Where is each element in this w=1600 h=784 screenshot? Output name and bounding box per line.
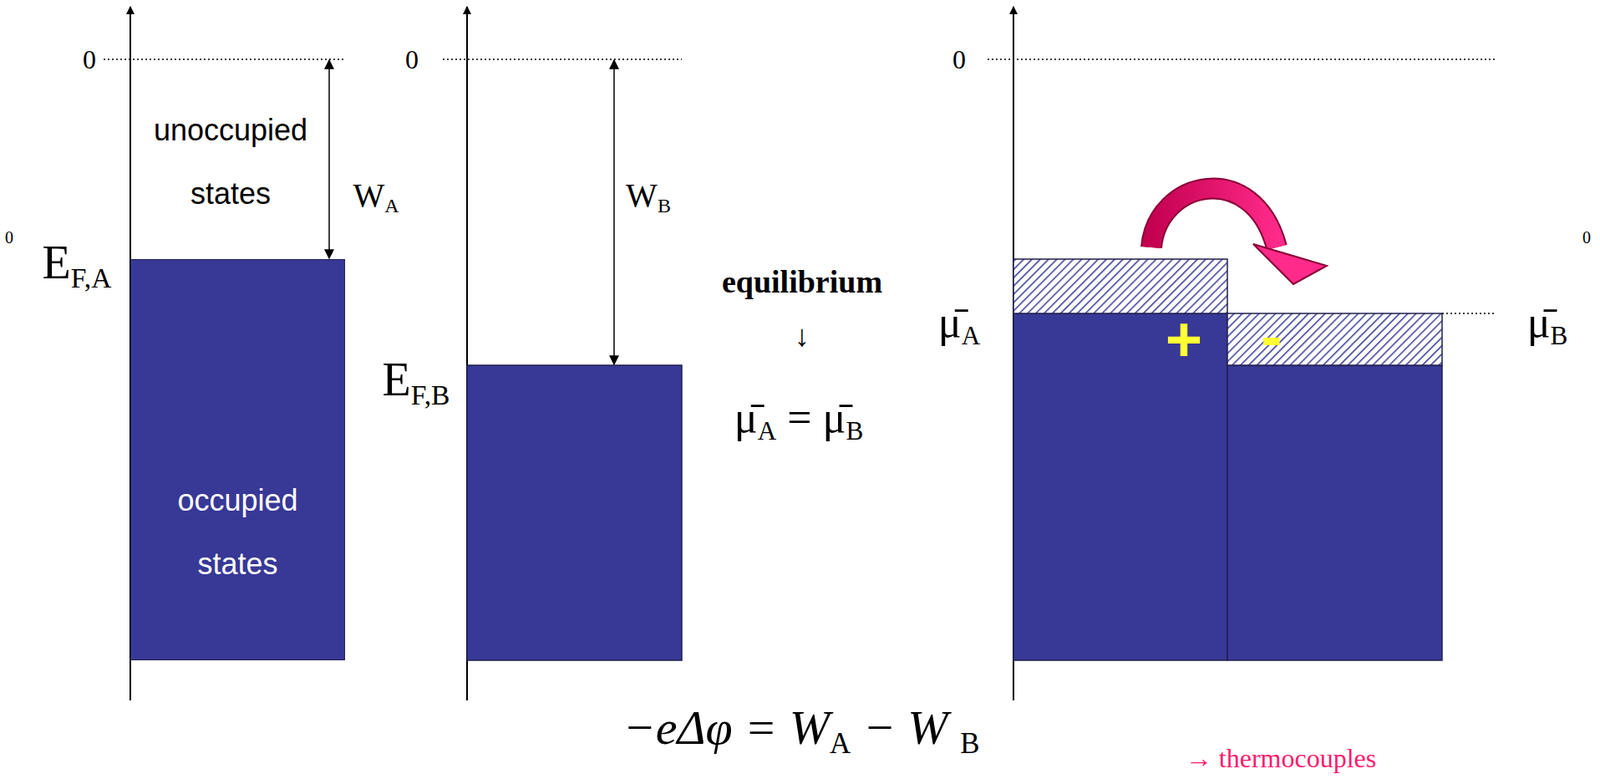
- label-text: 0: [82, 44, 97, 75]
- received-electrons: [1227, 313, 1443, 366]
- work-function-arrow: [613, 60, 615, 365]
- label-text: − W: [863, 700, 949, 755]
- label-text: 0: [1582, 228, 1591, 247]
- work-function-label: WA: [352, 177, 399, 218]
- contact-potential-equation: −eΔφ = WA − W B: [623, 700, 981, 760]
- subscript: B: [960, 726, 980, 760]
- label-text: → thermocouples: [1185, 742, 1377, 773]
- subscript: A: [757, 416, 778, 446]
- occupied-band: [1227, 365, 1443, 661]
- fermi-level-label: EF,B: [382, 354, 451, 411]
- zero-level: 0: [952, 45, 966, 75]
- subscript: A: [829, 726, 851, 760]
- label-text: ↓: [794, 319, 810, 353]
- vacuum-level: [987, 58, 1495, 61]
- application-note: → thermocouples: [1185, 743, 1377, 773]
- label-text: 0: [405, 44, 419, 75]
- subscript: B: [657, 194, 671, 217]
- subscript: F,B: [411, 379, 451, 411]
- fermi-level-label: EF,A: [42, 237, 112, 294]
- equilibrium-note: equilibrium: [721, 264, 883, 300]
- occupied-states-box: occupied states: [130, 259, 346, 661]
- region-label: unoccupied states: [134, 98, 327, 226]
- label-text: μ̄: [938, 298, 962, 346]
- label-text: W: [352, 176, 385, 214]
- stray-zero: 0: [1582, 228, 1591, 247]
- subscript: F,A: [71, 262, 112, 294]
- occupied-band: [467, 365, 682, 661]
- label-text: 0: [5, 228, 14, 247]
- work-function-label: WB: [625, 177, 671, 218]
- transfer-arrow: [1151, 188, 1277, 248]
- subscript: B: [845, 416, 864, 446]
- subscript: A: [961, 320, 981, 351]
- label-text: 0: [952, 44, 966, 75]
- subscript: B: [1550, 320, 1569, 351]
- label-text: =: [787, 393, 812, 442]
- zero-level: 0: [405, 45, 419, 75]
- vacuum-level: [442, 58, 682, 61]
- positive-charge: +: [1165, 304, 1203, 375]
- chemical-potential-label: μ̄B: [1527, 298, 1569, 351]
- label-text: μ̄: [1527, 298, 1551, 346]
- label-text: E: [382, 353, 412, 406]
- negative-charge: -: [1260, 300, 1282, 371]
- label-text: μ̄: [734, 393, 758, 442]
- label-text: unoccupied states: [153, 112, 308, 211]
- chemical-potential-level: [1442, 312, 1495, 315]
- label-text: equilibrium: [721, 264, 883, 300]
- stray-zero: 0: [5, 228, 14, 247]
- down-arrow-symbol: ↓: [794, 320, 810, 354]
- label-text: W: [625, 176, 658, 214]
- zero-level: 0: [82, 45, 97, 75]
- label-text: +: [1165, 303, 1203, 375]
- subscript: A: [384, 194, 399, 217]
- transfer-arrowhead: [1253, 243, 1327, 285]
- vacuum-level: [103, 58, 346, 61]
- label-text: -: [1260, 299, 1282, 371]
- work-function-arrow: [328, 60, 331, 259]
- label-text: E: [42, 236, 72, 289]
- transfer-arrow: [1151, 188, 1277, 248]
- band-label: occupied states: [154, 468, 322, 596]
- equilibrium-condition: μ̄A=μ̄B: [734, 393, 864, 447]
- label-text: −eΔφ = W: [623, 700, 830, 755]
- label-text: μ̄: [822, 393, 847, 442]
- chemical-potential-label: μ̄A: [938, 298, 981, 351]
